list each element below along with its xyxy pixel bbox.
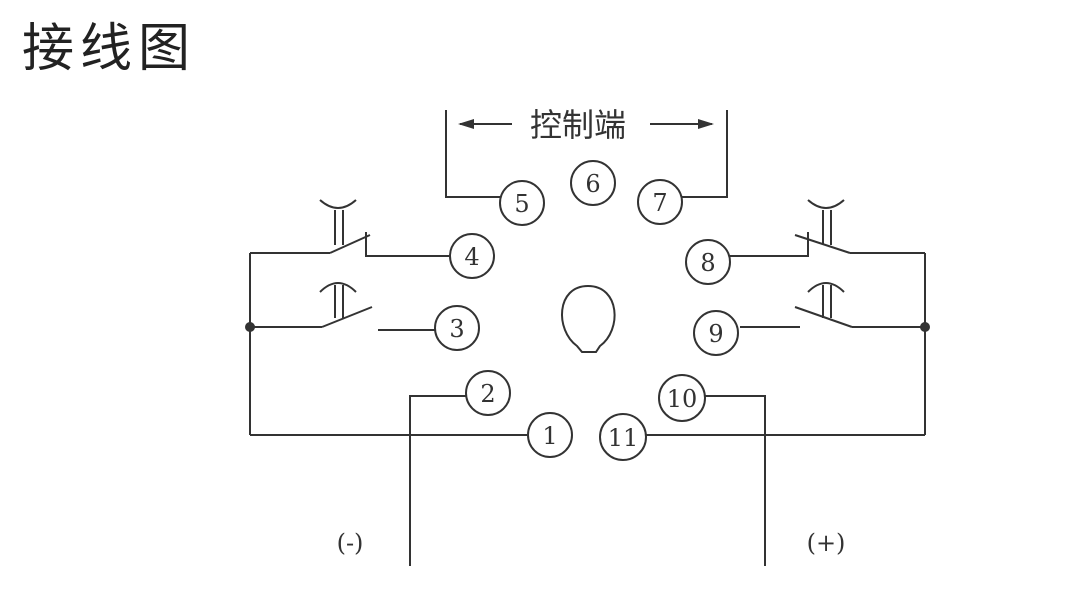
control-bracket: 控制端 (445, 106, 728, 198)
pin-4: 4 (449, 233, 495, 279)
negative-label: (-) (337, 529, 364, 557)
right-junction (920, 322, 930, 332)
svg-text:6: 6 (585, 170, 600, 198)
pin-8: 8 (685, 239, 731, 285)
negative-lead (409, 395, 466, 566)
left-junction (245, 322, 255, 332)
svg-text:1: 1 (542, 422, 557, 450)
svg-text:4: 4 (464, 243, 479, 271)
pin-1: 1 (527, 412, 573, 458)
svg-text:2: 2 (480, 380, 495, 408)
svg-text:10: 10 (667, 385, 698, 413)
pin-10: 10 (658, 374, 706, 422)
pin-7: 7 (637, 179, 683, 225)
positive-lead (700, 395, 766, 566)
pin-2: 2 (465, 370, 511, 416)
right-contacts (645, 199, 930, 436)
svg-text:9: 9 (708, 320, 723, 348)
svg-text:11: 11 (608, 424, 639, 452)
svg-text:5: 5 (514, 190, 529, 218)
pin-11: 11 (599, 413, 647, 461)
pin-6: 6 (570, 160, 616, 206)
socket-key-icon (561, 284, 616, 353)
pin-9: 9 (693, 310, 739, 356)
left-contacts (245, 199, 527, 436)
positive-label: (+) (807, 529, 846, 557)
page-title: 接线图 (22, 19, 197, 79)
svg-text:7: 7 (652, 189, 667, 217)
control-label: 控制端 (530, 106, 626, 144)
pin-5: 5 (499, 180, 545, 226)
svg-text:3: 3 (449, 315, 464, 343)
svg-text:8: 8 (700, 249, 715, 277)
pin-3: 3 (434, 305, 480, 351)
